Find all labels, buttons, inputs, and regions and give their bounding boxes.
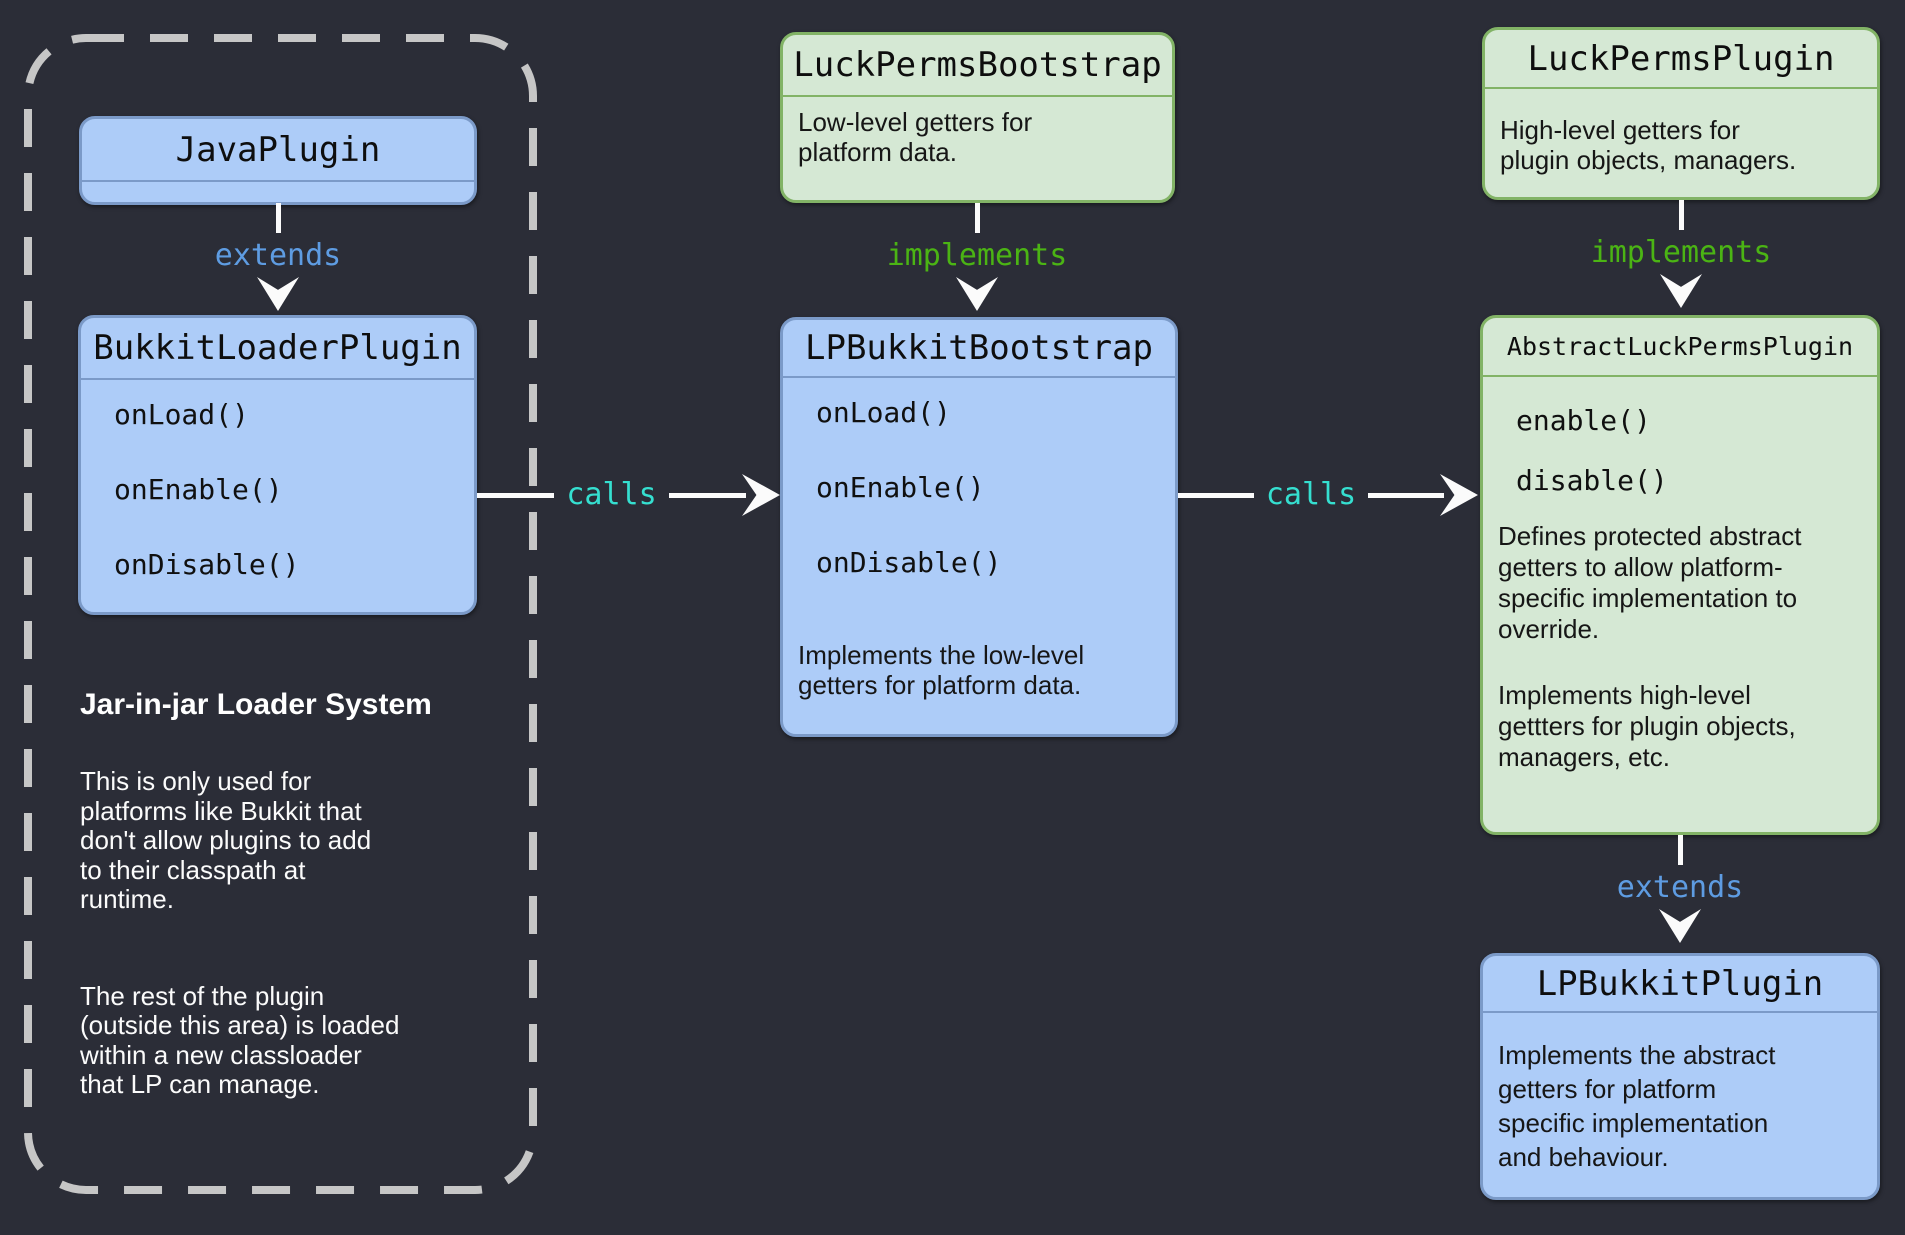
class-title-javaplugin: JavaPlugin: [82, 119, 474, 182]
edge-label-implements: implements: [886, 238, 1068, 273]
class-title-text: JavaPlugin: [175, 129, 381, 170]
class-title-bukkitloaderplugin: BukkitLoaderPlugin: [81, 318, 474, 380]
class-title-text: BukkitLoaderPlugin: [93, 328, 462, 368]
method-ondisable: onDisable(): [114, 548, 300, 581]
edge-extends-lpbukkitplugin: extends: [1580, 835, 1780, 943]
edge-label-calls: calls: [566, 477, 657, 512]
class-description: Implements the low-level getters for pla…: [798, 640, 1085, 700]
class-box-javaplugin: JavaPlugin: [79, 116, 477, 205]
edge-line: [275, 203, 281, 233]
class-title-lpbukkitplugin: LPBukkitPlugin: [1483, 956, 1877, 1013]
edge-line: [1178, 492, 1254, 498]
class-description: High-level getters for plugin objects, m…: [1500, 115, 1797, 175]
edge-extends-javaplugin: extends: [178, 203, 378, 311]
class-description: Low-level getters for platform data.: [798, 107, 1033, 167]
class-methods: enable() disable() Defines protected abs…: [1483, 377, 1877, 773]
arrow-down-icon: [956, 277, 998, 311]
jar-in-jar-note: Jar-in-jar Loader System This is only us…: [80, 687, 490, 1167]
edge-line: [1678, 200, 1684, 230]
edge-label-extends: extends: [1616, 870, 1744, 905]
note-paragraph-2: The rest of the plugin (outside this are…: [80, 980, 400, 1099]
class-box-abstractluckpermsplugin: AbstractLuckPermsPlugin enable() disable…: [1480, 315, 1880, 835]
note-paragraph-1: This is only used for platforms like Buk…: [80, 766, 372, 914]
edge-line: [1368, 492, 1444, 498]
edge-calls-bootstrap-to-abstract: calls: [1178, 470, 1478, 520]
edge-line: [974, 203, 980, 233]
class-box-lpbukkitbootstrap: LPBukkitBootstrap onLoad() onEnable() on…: [780, 317, 1178, 737]
class-methods: onLoad() onEnable() onDisable() Implemen…: [783, 378, 1175, 700]
edge-line: [1677, 835, 1683, 865]
arrow-down-icon: [1660, 274, 1702, 308]
class-title-text: LuckPermsBootstrap: [793, 45, 1162, 85]
class-description-1: Defines protected abstract getters to al…: [1498, 521, 1802, 644]
arrow-down-icon: [1659, 909, 1701, 943]
method-ondisable: onDisable(): [816, 546, 1002, 579]
arrow-right-icon: [742, 474, 780, 516]
class-box-luckpermsbootstrap: LuckPermsBootstrap Low-level getters for…: [780, 32, 1175, 203]
method-onenable: onEnable(): [114, 473, 283, 506]
class-title-text: LPBukkitBootstrap: [805, 328, 1153, 368]
edge-label-extends: extends: [214, 238, 342, 273]
class-box-luckpermsplugin: LuckPermsPlugin High-level getters for p…: [1482, 27, 1880, 200]
edge-implements-bootstrap: implements: [877, 203, 1077, 311]
class-body-empty: [82, 182, 474, 202]
class-title-abstractluckpermsplugin: AbstractLuckPermsPlugin: [1483, 318, 1877, 377]
edge-label-calls: calls: [1265, 477, 1357, 512]
note-heading: Jar-in-jar Loader System: [80, 688, 432, 721]
edge-line: [668, 492, 746, 498]
class-title-luckpermsplugin: LuckPermsPlugin: [1485, 30, 1877, 89]
class-title-lpbukkitbootstrap: LPBukkitBootstrap: [783, 320, 1175, 378]
method-onenable: onEnable(): [816, 471, 985, 504]
class-methods: onLoad() onEnable() onDisable(): [81, 380, 474, 582]
edge-implements-plugin: implements: [1581, 200, 1781, 308]
method-enable: enable(): [1516, 404, 1651, 437]
class-title-text: AbstractLuckPermsPlugin: [1506, 332, 1854, 361]
class-description-2: Implements high-level gettters for plugi…: [1498, 680, 1796, 772]
class-box-lpbukkitplugin: LPBukkitPlugin Implements the abstract g…: [1480, 953, 1880, 1200]
class-description: Implements the abstract getters for plat…: [1498, 1040, 1776, 1172]
edge-calls-loader-to-bootstrap: calls: [477, 470, 780, 520]
class-title-luckpermsbootstrap: LuckPermsBootstrap: [783, 35, 1172, 97]
arrow-right-icon: [1440, 474, 1478, 516]
edge-label-implements: implements: [1590, 235, 1772, 270]
method-disable: disable(): [1516, 464, 1668, 497]
class-title-text: LPBukkitPlugin: [1536, 963, 1824, 1004]
edge-line: [477, 492, 555, 498]
method-onload: onLoad(): [114, 398, 249, 431]
method-onload: onLoad(): [816, 396, 951, 429]
arrow-down-icon: [257, 277, 299, 311]
class-title-text: LuckPermsPlugin: [1527, 38, 1835, 79]
class-box-bukkitloaderplugin: BukkitLoaderPlugin onLoad() onEnable() o…: [78, 315, 477, 615]
